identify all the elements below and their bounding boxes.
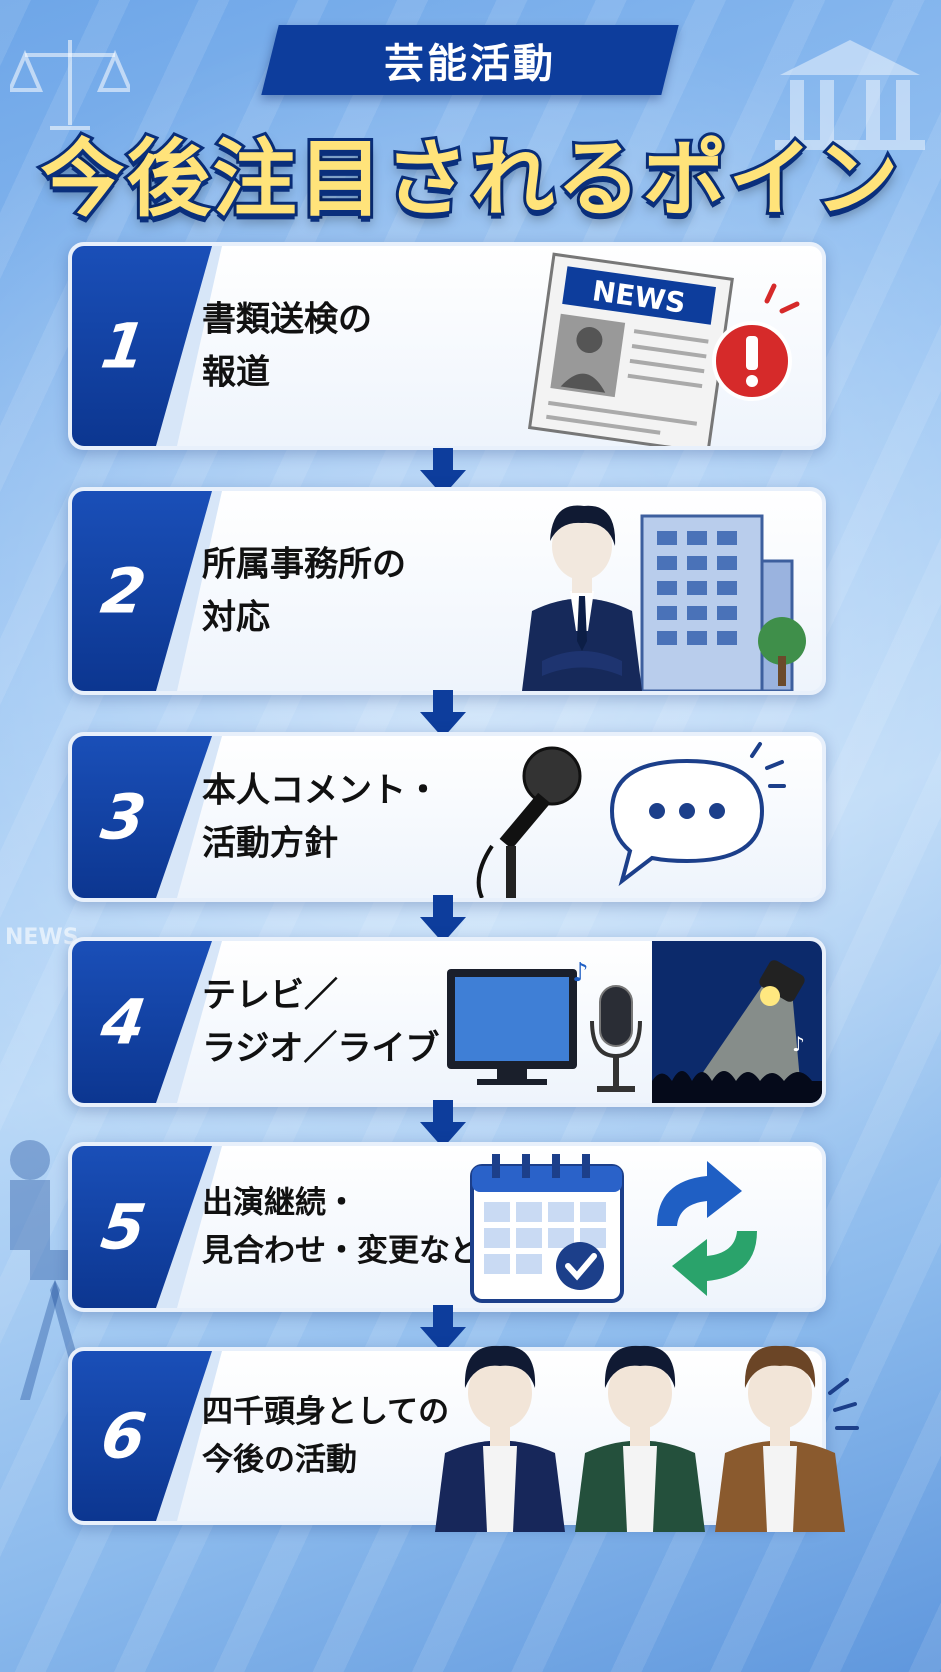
group-icon xyxy=(435,1345,859,1532)
newspaper-icon: NEWS xyxy=(527,252,800,446)
check-icon xyxy=(556,1242,604,1290)
bg-news-label: NEWS xyxy=(5,925,79,950)
step-card-2: 2 所属事務所の 対応 xyxy=(68,487,826,695)
step-label: 所属事務所の 対応 xyxy=(202,544,406,637)
tv-icon: ♪ xyxy=(447,958,642,1092)
speech-bubble-icon xyxy=(609,742,786,887)
step-card-5: 5 出演継続・ 見合わせ・変更など xyxy=(68,1142,826,1312)
step-card-1: 1 書類送検の 報道 NEWS xyxy=(68,242,826,450)
arrow-down-icon xyxy=(420,895,466,943)
refresh-icon xyxy=(657,1161,757,1296)
step-card-4: 4 テレビ／ ラジオ／ライブ ♪ ♪ xyxy=(68,937,826,1107)
header-subtitle: 芸能活動 xyxy=(384,41,556,87)
stage-spotlight-icon: ♪ xyxy=(652,941,822,1103)
svg-text:♪: ♪ xyxy=(792,1032,805,1056)
step-label: 書類送検の 報道 xyxy=(202,299,372,392)
step-label: 本人コメント・ 活動方針 xyxy=(202,770,440,863)
header: 芸能活動 今後注目されるポイント xyxy=(0,0,941,352)
arrow-down-icon xyxy=(420,1100,466,1148)
arrow-down-icon xyxy=(420,1305,466,1353)
calendar-icon xyxy=(470,1154,624,1303)
office-building-icon xyxy=(522,505,806,691)
studio-mic-icon xyxy=(590,985,642,1092)
step-label: 四千頭身としての 今後の活動 xyxy=(202,1393,450,1478)
step-label: 出演継続・ 見合わせ・変更など xyxy=(202,1184,481,1269)
courthouse-icon xyxy=(775,40,925,150)
step-card-3: 3 本人コメント・ 活動方針 xyxy=(68,732,826,902)
scales-icon xyxy=(10,40,130,130)
microphone-icon xyxy=(476,746,582,898)
arrow-down-icon xyxy=(420,448,466,496)
arrow-down-icon xyxy=(420,690,466,738)
step-label: テレビ／ ラジオ／ライブ xyxy=(202,975,440,1068)
svg-text:♪: ♪ xyxy=(572,958,589,988)
